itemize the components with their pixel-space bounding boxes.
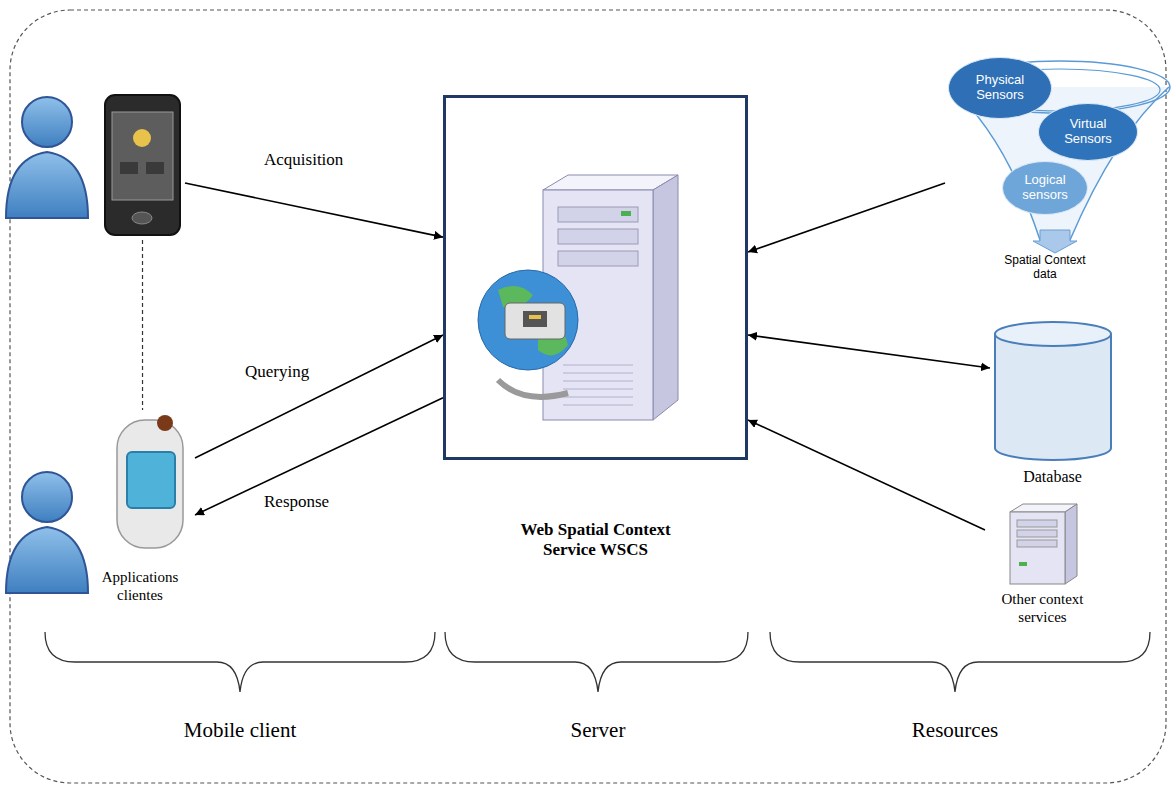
node-text: Applications clientes xyxy=(85,568,195,604)
database-cylinder-drawing xyxy=(995,322,1111,460)
drawing-part xyxy=(563,405,633,406)
arrow-connector xyxy=(748,420,985,530)
node-text: Physical Sensors xyxy=(949,73,1051,103)
drawing-part xyxy=(1010,512,1065,584)
drawing-part xyxy=(445,632,748,692)
drawing-part xyxy=(22,97,72,147)
context-service-drawing xyxy=(1010,504,1077,584)
drawing-part xyxy=(105,95,180,235)
edge-label: Querying xyxy=(243,362,311,382)
drawing-part xyxy=(770,632,1150,692)
node-text: Virtual Sensors xyxy=(1039,117,1137,147)
server-box: Web Spatial Context Service WSCS xyxy=(443,95,748,610)
drawing-part xyxy=(1065,504,1077,584)
drawing-part xyxy=(621,211,631,216)
drawing-part xyxy=(558,207,638,222)
server-box-drawing xyxy=(445,97,747,459)
drawing-part xyxy=(563,397,633,398)
node-text: Logical sensors xyxy=(1003,173,1087,203)
drawing-part xyxy=(1019,562,1027,566)
dashed-link xyxy=(142,240,143,410)
arrow-connector xyxy=(748,183,945,252)
drawing-part xyxy=(1017,530,1057,537)
group-brace xyxy=(45,632,1150,692)
drawing-part xyxy=(505,303,565,339)
mobile-phone-icon xyxy=(100,90,185,240)
database-cylinder: Database xyxy=(990,320,1115,500)
part-label: Server xyxy=(571,718,626,743)
drawing-part xyxy=(1033,230,1077,253)
drawing-part xyxy=(445,97,747,459)
drawing-part xyxy=(120,162,138,174)
drawing-part xyxy=(995,334,1111,460)
sensor-ellipse: Virtual Sensors xyxy=(1038,103,1138,161)
sensor-ellipse: Physical Sensors xyxy=(948,57,1052,119)
node-text: Database xyxy=(990,468,1115,486)
sensor-funnel-drawing xyxy=(950,61,1170,253)
drawing-part xyxy=(117,420,183,548)
client-device: Applications clientes xyxy=(85,410,195,620)
arrow-connector xyxy=(185,183,443,237)
drawing-part xyxy=(563,365,633,366)
arrow-connector xyxy=(195,398,443,515)
part-label: Mobile client xyxy=(184,718,297,743)
client-device-drawing xyxy=(117,415,183,548)
person-icon xyxy=(6,97,88,218)
node-text: Other context services xyxy=(989,590,1096,626)
drawing-part xyxy=(6,527,88,593)
drawing-part xyxy=(563,381,633,382)
person-icon xyxy=(6,472,88,593)
edge-label: Response xyxy=(262,492,331,512)
drawing-part xyxy=(45,632,435,692)
drawing-part xyxy=(127,452,175,508)
drawing-part xyxy=(653,175,678,420)
drawing-part xyxy=(133,129,151,147)
drawing-part xyxy=(563,389,633,390)
mobile-phone-drawing xyxy=(105,95,180,235)
drawing-part xyxy=(478,270,578,370)
drawing-part xyxy=(1017,520,1057,527)
drawing-part xyxy=(558,229,638,244)
drawing-part xyxy=(132,212,152,224)
drawing-part xyxy=(995,322,1111,346)
drawing-part xyxy=(157,415,173,431)
drawing-part xyxy=(1017,540,1057,547)
sensor-funnel: Physical SensorsVirtual SensorsLogical s… xyxy=(945,55,1172,287)
drawing-part xyxy=(6,152,88,218)
context-service: Other context services xyxy=(985,500,1100,645)
drawing-part xyxy=(146,162,164,174)
node-text: Web Spatial Context Service WSCS xyxy=(503,520,688,561)
node-text: Spatial Context data xyxy=(995,253,1095,282)
sensor-ellipse: Logical sensors xyxy=(1002,161,1088,215)
edge-label: Acquisition xyxy=(262,150,345,170)
drawing-part xyxy=(498,380,568,397)
mobile-phone xyxy=(100,90,185,240)
part-label: Resources xyxy=(912,718,998,743)
drawing-part xyxy=(563,373,633,374)
arrow-connector xyxy=(748,335,990,368)
drawing-part xyxy=(112,112,173,200)
drawing-part xyxy=(523,311,547,327)
drawing-part xyxy=(558,251,638,266)
drawing-part xyxy=(529,315,541,319)
arrow-connector xyxy=(195,335,443,458)
drawing-part xyxy=(22,472,72,522)
